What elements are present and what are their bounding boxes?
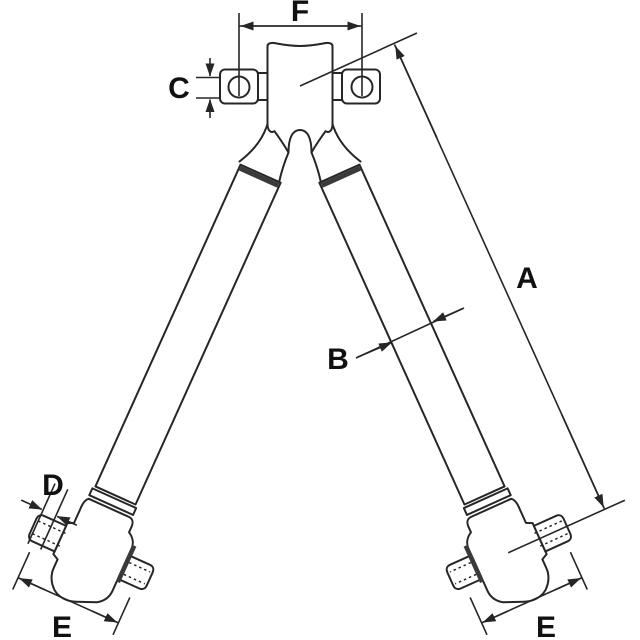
left-tube [94,163,282,506]
dim-b [355,307,465,359]
dim-e-left [12,551,131,636]
label-a: A [516,262,538,295]
dim-d [20,483,78,550]
dim-a-extension-bottom [507,499,626,554]
right-hook-curve [310,119,334,154]
left-tab-connector [257,72,269,101]
right-thrust-washer [463,544,485,584]
right-collar [462,487,512,516]
left-hook-curve [266,119,290,154]
left-collar [88,487,138,516]
label-e-left: E [52,611,72,640]
left-weld-seam [238,165,280,188]
dim-a-extension-top [299,32,418,87]
label-d: D [42,469,64,502]
left-leg-assembly [12,163,282,636]
left-inner-stub-edge [278,151,290,182]
label-b: B [327,343,349,376]
bracket-body [266,41,334,125]
right-outer-curve [331,123,362,163]
center-arch [287,129,313,154]
label-c: C [168,72,190,105]
right-tube [318,163,506,506]
dim-f [238,13,363,96]
right-weld-seam [320,165,362,188]
dim-c [196,58,221,118]
label-e-right: E [536,611,556,640]
left-thrust-washer [115,544,137,584]
right-inner-stub-edge [310,151,322,182]
dim-e-right [469,551,588,636]
dim-a [299,32,606,510]
left-outer-curve [238,123,269,163]
label-f: F [291,0,309,28]
right-tab-connector [331,72,343,101]
right-leg-assembly [318,163,626,636]
right-bushing-housing [466,497,550,604]
